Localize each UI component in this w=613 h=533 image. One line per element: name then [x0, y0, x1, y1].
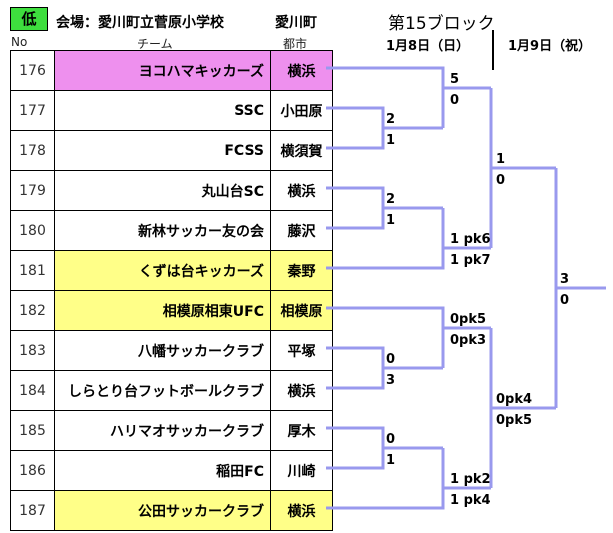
score-label: 5	[450, 72, 460, 87]
table-row: 183 八幡サッカークラブ 平塚	[10, 330, 333, 371]
team-city: 厚木	[270, 410, 333, 451]
bracket-line	[326, 306, 445, 368]
team-city: 横浜	[270, 490, 333, 531]
team-no: 178	[10, 130, 55, 171]
table-row: 185 ハリマオサッカークラブ 厚木	[10, 410, 333, 451]
date-day2: 1月9日（祝）	[508, 39, 592, 54]
team-no: 177	[10, 90, 55, 131]
score-label: 0	[450, 93, 460, 108]
team-name: FCSS	[54, 130, 271, 171]
venue-label: 会場：愛川町立菅原小学校	[56, 15, 224, 31]
team-no: 176	[10, 50, 55, 91]
bracket-line	[326, 106, 385, 150]
bracket-line	[326, 448, 445, 510]
bracket-line	[326, 426, 385, 470]
score-label: 0pk5	[450, 312, 487, 327]
table-row: 187 公田サッカークラブ 横浜	[10, 490, 333, 531]
score-label: 1	[496, 152, 506, 167]
score-label: 0	[386, 352, 396, 367]
team-city: 小田原	[270, 90, 333, 131]
bracket-line	[326, 346, 385, 390]
team-name: ハリマオサッカークラブ	[54, 410, 271, 451]
table-row: 184 しらとり台フットボールクラブ 横浜	[10, 370, 333, 411]
score-label: 2	[386, 112, 396, 127]
team-no: 187	[10, 490, 55, 531]
score-label: 1 pk7	[450, 253, 491, 268]
score-label: 0	[560, 293, 570, 308]
bracket-line	[326, 208, 445, 270]
team-name: しらとり台フットボールクラブ	[54, 370, 271, 411]
team-city: 藤沢	[270, 210, 333, 251]
team-city: 平塚	[270, 330, 333, 371]
bracket-line	[326, 186, 385, 230]
score-label: 0pk4	[496, 392, 533, 407]
table-row: 182 相模原相東UFC 相模原	[10, 290, 333, 331]
team-city: 横浜	[270, 170, 333, 211]
score-label: 1 pk6	[450, 232, 491, 247]
team-name: 丸山台SC	[54, 170, 271, 211]
score-label: 3	[560, 272, 570, 287]
level-badge: 低	[10, 7, 48, 31]
col-header-no: No	[11, 35, 28, 49]
team-name: 八幡サッカークラブ	[54, 330, 271, 371]
town-label: 愛川町	[275, 15, 317, 31]
score-label: 1 pk4	[450, 493, 491, 508]
team-city: 横浜	[270, 50, 333, 91]
score-label: 3	[386, 373, 396, 388]
team-no: 185	[10, 410, 55, 451]
team-no: 186	[10, 450, 55, 491]
col-header-city: 都市	[283, 37, 308, 51]
date-divider	[492, 30, 494, 70]
score-label: 1	[386, 213, 396, 228]
team-city: 秦野	[270, 250, 333, 291]
team-city: 川崎	[270, 450, 333, 491]
team-name: 相模原相東UFC	[54, 290, 271, 331]
col-header-team: チーム	[137, 37, 173, 51]
score-label: 0	[386, 432, 396, 447]
score-label: 0pk3	[450, 333, 487, 348]
team-city: 相模原	[270, 290, 333, 331]
score-label: 0pk5	[496, 413, 533, 428]
table-row: 181 くずは台キッカーズ 秦野	[10, 250, 333, 291]
score-label: 1	[386, 453, 396, 468]
team-no: 179	[10, 170, 55, 211]
block-title: 第15ブロック	[388, 14, 495, 34]
team-no: 181	[10, 250, 55, 291]
table-row: 179 丸山台SC 横浜	[10, 170, 333, 211]
score-label: 1	[386, 133, 396, 148]
score-label: 1 pk2	[450, 472, 491, 487]
score-label: 2	[386, 192, 396, 207]
date-day1: 1月8日（日）	[386, 39, 470, 54]
team-name: くずは台キッカーズ	[54, 250, 271, 291]
bracket-line	[326, 66, 445, 128]
team-table: 176 ヨコハマキッカーズ 横浜 177 SSC 小田原 178 FCSS 横須…	[10, 50, 333, 531]
table-row: 176 ヨコハマキッカーズ 横浜	[10, 50, 333, 91]
team-name: 公田サッカークラブ	[54, 490, 271, 531]
team-name: ヨコハマキッカーズ	[54, 50, 271, 91]
team-city: 横浜	[270, 370, 333, 411]
score-label: 0	[496, 173, 506, 188]
